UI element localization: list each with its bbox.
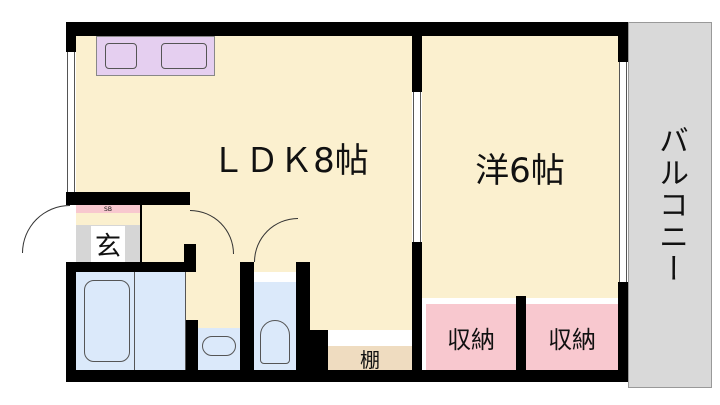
entrance: 玄 [76,225,140,263]
washbasin [198,328,240,370]
wall-bath-right [186,320,198,382]
shoe-box-label: SB [104,205,112,213]
washbasin-icon [202,336,236,356]
toilet-room [254,272,296,370]
wall-toilet-left [240,262,254,382]
kitchen-counter [96,36,215,76]
ldk-label: ＬＤＫ8帖 [211,140,369,181]
wall-toilet-right [296,262,310,382]
storage-label: 収納 [548,325,596,354]
western-room-floor [422,36,620,298]
stove-icon [105,43,137,69]
window-right [619,62,627,282]
sink-icon [161,43,207,69]
wall-top [66,22,628,36]
western-room-label: 洋6帖 [475,150,565,191]
balcony: バルコニー [628,22,712,388]
wall-entrance-right [184,244,196,272]
storage-label: 収納 [447,325,495,354]
entrance-step [140,205,186,263]
balcony-label: バルコニー [653,125,688,285]
bathroom [76,272,186,370]
storage-closet-2: 収納 [526,300,618,370]
wall-shelf-left [310,330,328,382]
bathtub-icon [84,280,130,362]
toilet-icon [260,320,290,364]
shelf-label: 棚 [360,347,380,372]
wall-partition [412,22,422,92]
wall-right-top [618,22,628,62]
bath-divider [134,272,135,370]
wall-left-mid [66,192,190,205]
wall-left-top [66,22,76,52]
partition-door [413,92,421,242]
wall-closet-divider [516,296,526,382]
wall-bath-top [66,262,196,272]
entrance-door [22,205,70,253]
window-left [67,52,75,192]
shelf: 棚 [328,340,412,372]
wall-bottom [66,370,628,382]
shoe-box: SB [76,205,140,213]
wall-left-bottom [66,262,76,382]
entrance-label: 玄 [90,225,125,263]
storage-closet-1: 収納 [426,300,516,370]
wall-partition-lower [412,242,422,382]
wall-right-bottom [618,282,628,382]
